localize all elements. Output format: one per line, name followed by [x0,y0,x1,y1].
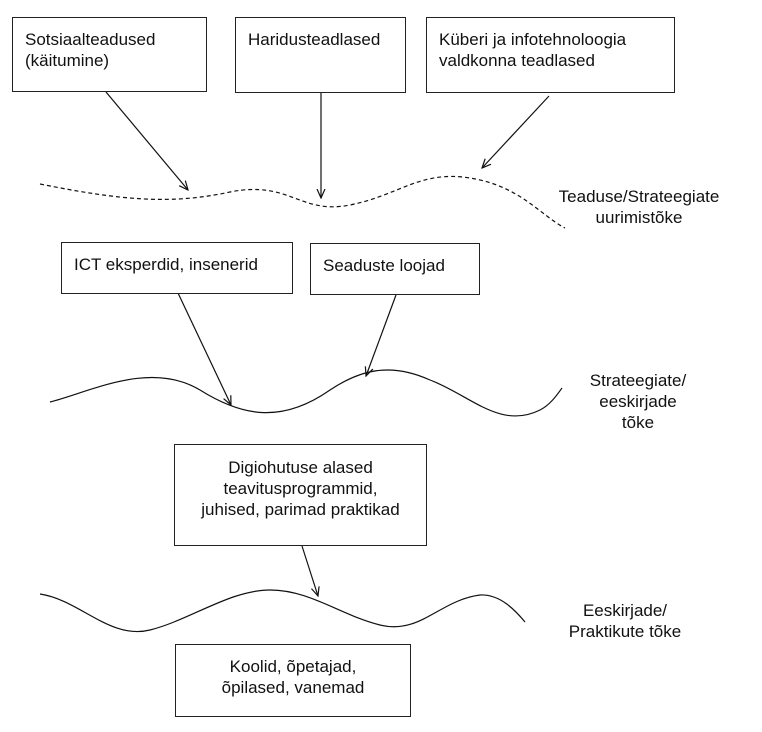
strategy-regulation-barrier-label: Strateegiate/ eeskirjade tõke [578,370,698,433]
science-strategy-barrier-line1: Teaduse/Strateegiate [558,187,720,206]
social-sciences-box: Sotsiaalteadused (käitumine) [12,17,207,92]
regulation-practice-barrier-line2: Praktikute tõke [568,622,682,641]
education-scientists-line1: Haridusteadlased [248,30,381,49]
regulation-practice-barrier-label: Eeskirjade/ Praktikute tõke [555,600,695,642]
arrow-cyber-it-to-barrier [482,95,550,168]
schools-box: Koolid, õpetajad, õpilased, vanemad [175,644,411,717]
arrow-awareness-to-barrier [301,545,318,596]
arrow-ict-experts-to-barrier [177,292,231,405]
education-scientists-box: Haridusteadlased [235,17,406,93]
lawmakers-box: Seaduste loojad [310,243,480,295]
science-strategy-barrier-line [39,175,566,229]
strategy-regulation-barrier-line1: Strateegiate/ [589,371,687,390]
arrow-social-sciences-to-barrier [105,91,188,190]
regulation-practice-barrier-line1: Eeskirjade/ [582,601,668,620]
arrow-lawmakers-to-barrier [366,294,397,376]
cyber-it-scientists-line1: Küberi ja infotehnoloogia [439,30,627,49]
awareness-programs-line1: Digiohutuse alased [228,458,373,477]
ict-experts-line1: ICT eksperdid, insenerid [74,255,258,274]
social-sciences-line2: (käitumine) [25,51,110,70]
schools-line2: õpilased, vanemad [221,678,365,697]
lawmakers-line1: Seaduste loojad [323,256,445,275]
cyber-it-scientists-box: Küberi ja infotehnoloogia valdkonna tead… [426,17,675,93]
science-strategy-barrier-label: Teaduse/Strateegiate uurimistõke [549,186,729,228]
strategy-regulation-barrier-line [49,369,563,417]
cyber-it-scientists-line2: valdkonna teadlased [439,51,595,70]
regulation-practice-barrier-line [39,589,526,633]
social-sciences-line1: Sotsiaalteadused [25,30,156,49]
ict-experts-box: ICT eksperdid, insenerid [61,242,293,294]
strategy-regulation-barrier-line3: tõke [621,413,655,432]
awareness-programs-line2: teavitusprogrammid, [223,479,378,498]
awareness-programs-box: Digiohutuse alased teavitusprogrammid, j… [174,444,427,546]
strategy-regulation-barrier-line2: eeskirjade [599,392,677,411]
awareness-programs-line3: juhised, parimad praktikad [201,500,400,519]
science-strategy-barrier-line2: uurimistõke [595,208,683,227]
schools-line1: Koolid, õpetajad, [229,657,357,676]
